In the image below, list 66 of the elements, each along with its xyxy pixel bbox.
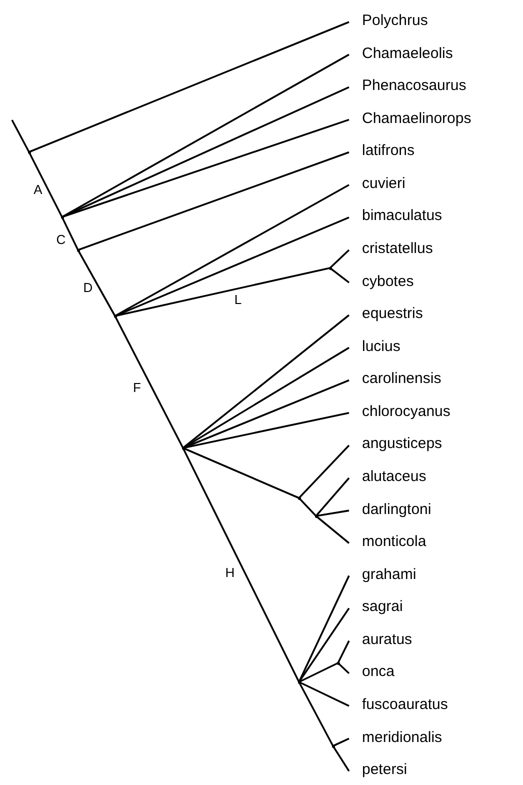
branch-line <box>298 662 338 683</box>
taxon-label: onca <box>349 663 395 684</box>
branch-line <box>182 447 300 499</box>
branch-label: F <box>132 381 142 395</box>
branch-line <box>315 515 350 544</box>
taxon-label: chlorocyanus <box>349 402 450 423</box>
taxon-label: sagrai <box>349 598 403 618</box>
branch-point <box>336 662 340 664</box>
branch-line <box>298 681 350 707</box>
branch-line <box>182 314 350 449</box>
taxon-label: Phenacosaurus <box>349 77 466 98</box>
branch-line <box>114 216 350 317</box>
taxon-label: lucius <box>349 338 400 358</box>
branch-label: A <box>32 183 44 197</box>
branch-line <box>329 249 350 269</box>
branch-label: H <box>224 566 236 580</box>
branch-line <box>62 54 350 218</box>
branch-line <box>298 444 350 499</box>
branch-line <box>298 682 334 746</box>
taxon-label: cuvieri <box>349 174 406 195</box>
taxon-label: cristatellus <box>349 240 433 260</box>
branch-line <box>315 477 350 517</box>
branch-line <box>298 608 350 682</box>
taxon-label: bimaculatus <box>349 207 442 228</box>
taxon-label: Polychrus <box>349 12 428 32</box>
taxon-label: equestris <box>349 305 423 326</box>
taxon-label: Chamaelinorops <box>349 110 472 130</box>
branch-line <box>332 746 350 772</box>
taxon-label: petersi <box>349 761 408 782</box>
taxon-label: fuscoauratus <box>349 696 448 716</box>
taxon-label: darlingtoni <box>349 500 432 521</box>
branch-line <box>61 216 79 250</box>
branch-line <box>298 497 317 517</box>
branch-line <box>78 151 350 251</box>
branch-point <box>298 496 300 500</box>
taxon-label: Chamaeleolis <box>349 44 453 65</box>
taxon-label: grahami <box>349 566 416 586</box>
taxon-label: angusticeps <box>349 435 442 456</box>
branch-line <box>77 250 116 316</box>
branch-line <box>329 267 350 284</box>
branch-line <box>182 346 350 449</box>
branch-line <box>337 662 350 674</box>
branch-line <box>337 640 350 664</box>
taxon-label: cybotes <box>349 272 414 293</box>
branch-line <box>114 316 184 448</box>
branch-line <box>182 412 350 449</box>
branch-line <box>298 575 350 682</box>
branch-line <box>62 118 350 218</box>
taxon-label: carolinensis <box>349 370 442 390</box>
branch-line <box>62 86 350 218</box>
branch-line <box>114 184 350 317</box>
branch-label: C <box>55 233 67 247</box>
branch-label: L <box>233 293 243 307</box>
taxon-label: latifrons <box>349 142 415 162</box>
branch-line <box>332 738 350 747</box>
branch-line <box>114 267 330 317</box>
taxon-label: auratus <box>349 630 412 651</box>
taxon-label: meridionalis <box>349 728 442 749</box>
branch-line <box>28 152 63 218</box>
taxon-label: monticola <box>349 533 426 554</box>
branch-line <box>316 510 350 517</box>
branch-line <box>28 21 350 153</box>
taxon-label: alutaceus <box>349 468 426 488</box>
branch-line <box>11 120 30 152</box>
branch-label: D <box>82 281 94 295</box>
branch-line <box>182 448 300 682</box>
